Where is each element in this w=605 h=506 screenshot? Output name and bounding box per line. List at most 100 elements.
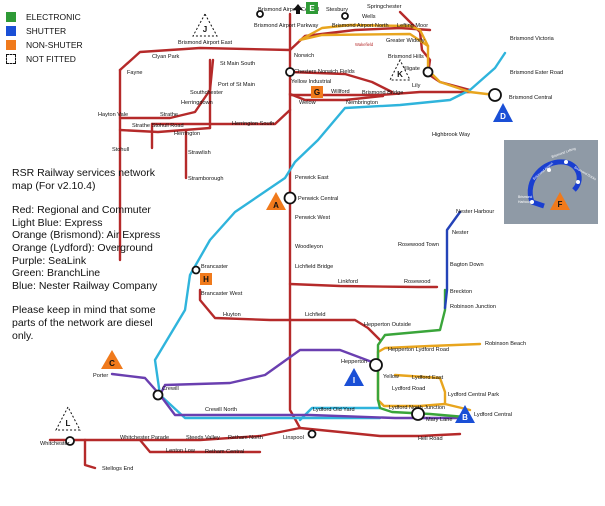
station-brismond-bridge[interactable]: Brismond Bridge: [362, 90, 403, 96]
station-herrington[interactable]: Herrington: [174, 131, 200, 137]
interchange-penwick-central[interactable]: [283, 191, 297, 205]
station-port-of-st-main[interactable]: Port of St Main: [218, 82, 255, 88]
station-whitchester-parade[interactable]: Whitchester Parade: [120, 435, 169, 441]
interchange-lydford-central[interactable]: [411, 407, 425, 421]
station-crewill-north[interactable]: Crewill North: [205, 407, 237, 413]
station-springchester[interactable]: Springchester: [367, 4, 402, 10]
station-willford[interactable]: Willford: [331, 89, 350, 95]
station-rosewood-town[interactable]: Rosewood Town: [398, 242, 439, 248]
station-penwick-east[interactable]: Penwick East: [295, 175, 329, 181]
station-robinson-beach[interactable]: Robinson Beach: [485, 341, 526, 347]
station-strawlish[interactable]: Strawlish: [188, 150, 211, 156]
station-hepperton[interactable]: Hepperton: [341, 359, 367, 365]
station-stramborough[interactable]: Stramborough: [188, 176, 223, 182]
station-brancaster-west[interactable]: Brancaster West: [201, 291, 243, 297]
station-norwich[interactable]: Norwich: [294, 53, 314, 59]
marker-h[interactable]: H: [200, 273, 212, 285]
interchange-linspool[interactable]: [307, 429, 317, 439]
marker-l[interactable]: L: [55, 405, 81, 431]
station-lenton-low[interactable]: Lenton Low: [166, 448, 196, 454]
station-yellow-industrial[interactable]: Yellow Industrial: [291, 79, 331, 85]
marker-c[interactable]: C: [101, 350, 123, 369]
station-linkford[interactable]: Linkford: [338, 279, 358, 285]
interchange-stesbury[interactable]: [341, 12, 349, 20]
station-highbrook-way[interactable]: Highbrook Way: [432, 132, 470, 138]
station-lydford-east[interactable]: Lydford East: [412, 375, 444, 381]
station-lydford-old-yard[interactable]: Lydford Old Yard: [313, 407, 355, 413]
station-southchester[interactable]: Southchester: [190, 90, 223, 96]
marker-k[interactable]: K: [389, 58, 411, 81]
station-stohull[interactable]: Stohull: [112, 147, 129, 153]
station-porter[interactable]: Porter: [93, 373, 108, 379]
marker-d[interactable]: D: [493, 103, 513, 122]
station-yellow[interactable]: Yellow: [383, 374, 400, 380]
station-lily[interactable]: Lily: [412, 83, 421, 89]
station-wakefield[interactable]: Wakefield: [355, 42, 374, 47]
marker-e[interactable]: E: [306, 2, 318, 14]
interchange-brismond-central[interactable]: [488, 88, 502, 102]
interchange-norwich[interactable]: [285, 67, 295, 77]
station-nester-harbour[interactable]: Nester Harbour: [456, 209, 494, 215]
station-mary-lane[interactable]: Mary Lane: [426, 417, 452, 423]
marker-a[interactable]: A: [266, 192, 286, 210]
marker-g[interactable]: G: [311, 86, 323, 98]
station-hepperton-lydford-road[interactable]: Hepperton Lydford Road: [388, 347, 449, 353]
station-greater-widolly[interactable]: Greater Widolly: [386, 38, 425, 44]
station-fayne[interactable]: Fayne: [127, 70, 143, 76]
station-lydford-central-park[interactable]: Lydford Central Park: [448, 392, 499, 398]
station-crewill[interactable]: Crewill: [162, 386, 179, 392]
station-lichfield-bridge[interactable]: Lichfield Bridge: [295, 264, 333, 270]
station-steeds-valley[interactable]: Steeds Valley: [186, 435, 220, 441]
station-woodleyon[interactable]: Woodleyon: [295, 244, 323, 250]
station-lydford-north-junction[interactable]: Lydford North Junction: [389, 405, 445, 411]
station-penwick-central[interactable]: Penwick Central: [298, 196, 338, 202]
interchange-whitchester[interactable]: [65, 436, 75, 446]
interchange-brismond-airport-central[interactable]: [256, 10, 264, 18]
interchange-brancaster[interactable]: [191, 265, 201, 275]
marker-b[interactable]: B: [455, 405, 475, 423]
station-welow[interactable]: Welow: [299, 100, 317, 106]
station-brismond-airport-east[interactable]: Brismond Airport East: [178, 40, 233, 46]
station-brismond-victoria[interactable]: Brismond Victoria: [510, 36, 555, 42]
station-nester[interactable]: Nester: [452, 230, 469, 236]
station-strathe[interactable]: Strathe: [160, 112, 178, 118]
station-brismond-airport-north[interactable]: Brismond Airport North: [332, 23, 389, 29]
station-dilligate[interactable]: Dilligate: [400, 66, 420, 72]
station-brismond-airport-parkway[interactable]: Brismond Airport Parkway: [254, 23, 319, 29]
station-nembrington[interactable]: Nembrington: [346, 100, 378, 106]
station-whitchester[interactable]: Whitchester: [40, 441, 70, 447]
interchange-crewill[interactable]: [152, 389, 164, 401]
station-bagton-down[interactable]: Bagton Down: [450, 262, 484, 268]
station-brismond-airport-central[interactable]: Brismond Airport Central: [258, 7, 319, 13]
station-lydford-central[interactable]: Lydford Central: [474, 412, 512, 418]
station-st-main-south[interactable]: St Main South: [220, 61, 255, 67]
station-breckton[interactable]: Breckton: [450, 289, 472, 295]
station-retham-north[interactable]: Retham North: [228, 435, 263, 441]
station-brancaster[interactable]: Brancaster: [201, 264, 228, 270]
station-lydford-road[interactable]: Lydford Road: [392, 386, 425, 392]
station-penwick-west[interactable]: Penwick West: [295, 215, 330, 221]
station-wells[interactable]: Wells: [362, 14, 376, 20]
station-brismond-central[interactable]: Brismond Central: [509, 95, 552, 101]
station-retham-central[interactable]: Retham Central: [205, 449, 244, 455]
station-hepperton-outside[interactable]: Hepperton Outside: [364, 322, 411, 328]
station-linspool[interactable]: Linspool: [283, 435, 304, 441]
station-rosewood[interactable]: Rosewood: [404, 279, 430, 285]
interchange-lily[interactable]: [422, 66, 434, 78]
station-chesters-norwich-fields[interactable]: Chesters Norwich Fields: [294, 69, 355, 75]
station-herringdown[interactable]: Herringdown: [181, 100, 213, 106]
station-brismond-hills[interactable]: Brismond Hills: [388, 54, 424, 60]
station-lichfield[interactable]: Lichfield: [305, 312, 326, 318]
marker-i[interactable]: I: [344, 368, 364, 386]
station-hell-road[interactable]: Hell Road: [418, 436, 443, 442]
station-hayton-vale[interactable]: Hayton Vale: [98, 112, 128, 118]
interchange-hepperton[interactable]: [369, 358, 383, 372]
station-strathe-stohull-road[interactable]: Strathe Stohull Road: [132, 123, 184, 129]
inset-marker-f[interactable]: F: [558, 200, 563, 209]
station-stesbury[interactable]: Stesbury: [326, 7, 348, 13]
station-stellogs-end[interactable]: Stellogs End: [102, 466, 133, 472]
station-lefting-moor[interactable]: Lefting Moor: [397, 23, 428, 29]
station-huyton[interactable]: Huyton: [223, 312, 241, 318]
station-brismond-ester-road[interactable]: Brismond Ester Road: [510, 70, 563, 76]
station-herrington-south[interactable]: Herrington South: [232, 121, 274, 127]
